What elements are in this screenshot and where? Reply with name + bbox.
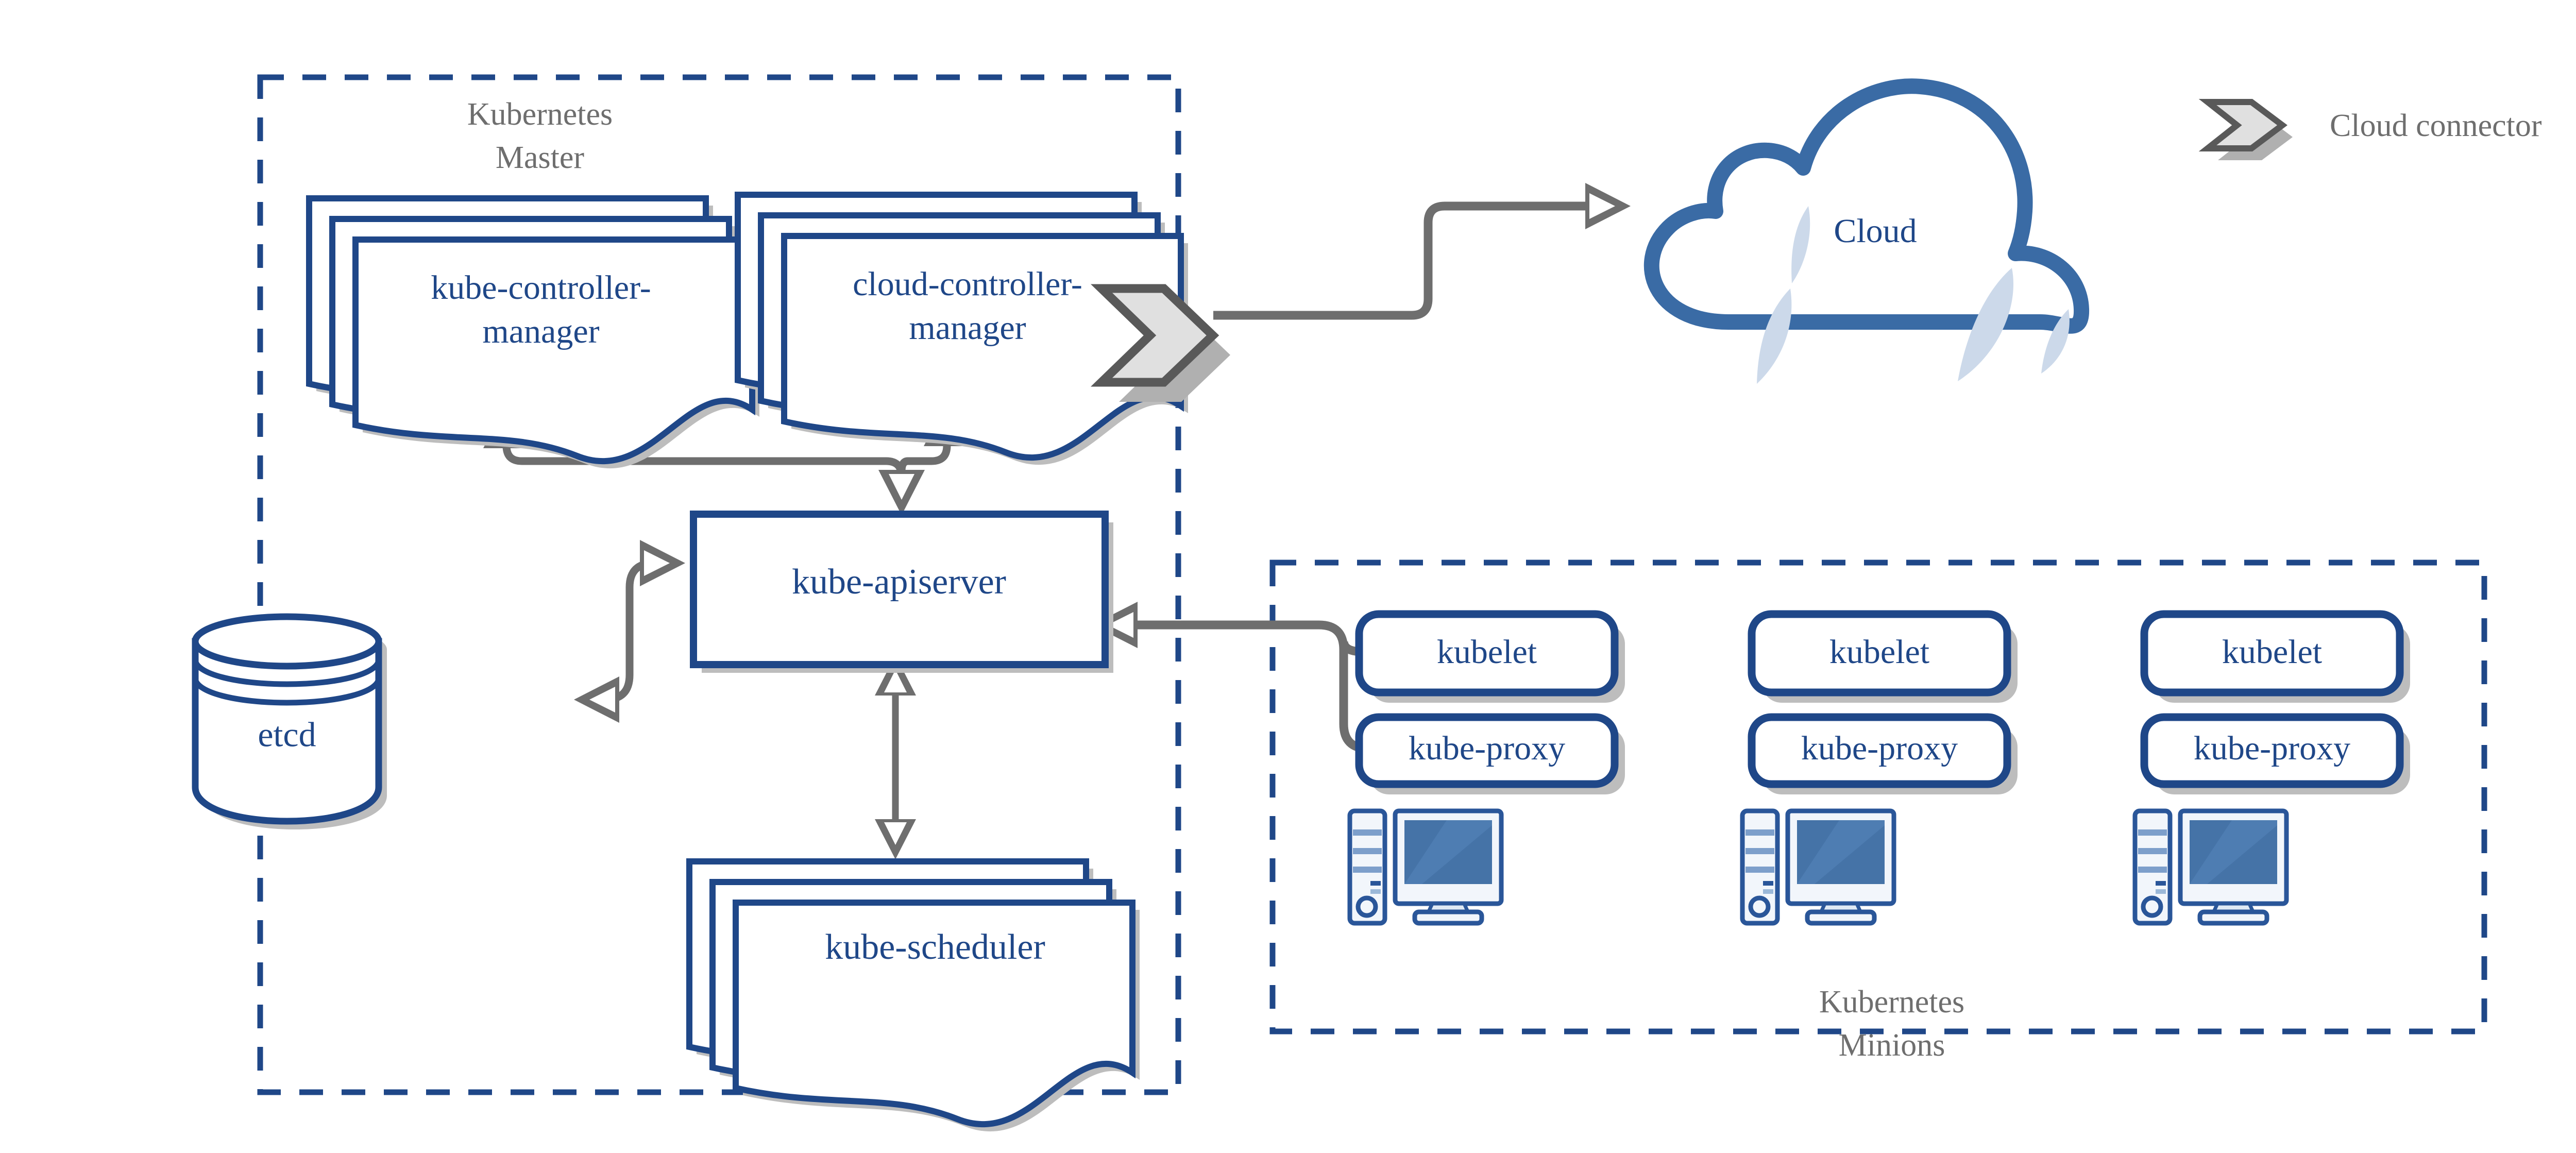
minion-node-3: kubelet kube-proxy bbox=[2135, 610, 2410, 923]
master-group-label: Kubernetes Master bbox=[467, 97, 613, 175]
cloud-label: Cloud bbox=[1834, 212, 1917, 250]
cloud-outline bbox=[1643, 78, 2090, 334]
minions-label-line1: Kubernetes bbox=[1819, 985, 1964, 1020]
kube-controller-manager-label-line2: manager bbox=[482, 313, 599, 350]
minion-node-2: kubelet kube-proxy bbox=[1742, 610, 2018, 923]
arrowhead-to-apiserver-from-minions bbox=[1092, 602, 1138, 648]
computer-icon-2 bbox=[1742, 811, 1894, 923]
arrowhead-to-etcd bbox=[574, 676, 619, 723]
computer-icon-3 bbox=[2135, 811, 2286, 923]
kubelet-box-1[interactable]: kubelet bbox=[1355, 610, 1625, 703]
cloud-connector-chevron-icon[interactable] bbox=[1090, 284, 1230, 402]
connector-cloudcontroller-cloud bbox=[1213, 201, 1600, 320]
kube-scheduler-label: kube-scheduler bbox=[825, 927, 1045, 967]
arrowhead-to-apiserver-from-controllers bbox=[878, 470, 925, 515]
kube-controller-manager-node[interactable]: kube-controller- manager bbox=[309, 198, 759, 469]
arrowhead-to-cloud bbox=[1585, 183, 1631, 229]
connector-apiserver-scheduler bbox=[875, 655, 916, 859]
kube-controller-manager-label-line1: kube-controller- bbox=[431, 269, 651, 307]
etcd-label: etcd bbox=[258, 715, 316, 754]
etcd-body bbox=[192, 638, 382, 825]
kube-proxy-box-2[interactable]: kube-proxy bbox=[1748, 713, 2018, 794]
master-group-boundary bbox=[257, 74, 1181, 1095]
cloud-controller-manager-node[interactable]: cloud-controller- manager bbox=[738, 195, 1188, 465]
apiserver-shape bbox=[690, 511, 1109, 668]
cloud-highlights bbox=[1757, 206, 2070, 384]
kube-proxy-label-2: kube-proxy bbox=[1801, 730, 1958, 767]
cloud-node[interactable]: Cloud bbox=[1643, 78, 2090, 384]
legend-cloud-connector: Cloud connector bbox=[2198, 99, 2542, 160]
cloud-controller-manager-label-line2: manager bbox=[909, 309, 1026, 347]
kubelet-box-3[interactable]: kubelet bbox=[2140, 610, 2410, 703]
minions-label-line2: Minions bbox=[1839, 1028, 1945, 1063]
kube-proxy-box-1[interactable]: kube-proxy bbox=[1355, 713, 1625, 794]
minion-node-1: kubelet kube-proxy bbox=[1350, 610, 1625, 923]
minions-group-label: Kubernetes Minions bbox=[1819, 985, 1964, 1063]
arrowhead-to-apiserver-from-etcd bbox=[640, 540, 685, 586]
legend-chevron-icon bbox=[2198, 99, 2293, 160]
master-label-line1: Kubernetes bbox=[467, 97, 613, 132]
kubelet-box-2[interactable]: kubelet bbox=[1748, 610, 2018, 703]
etcd-top-disc bbox=[192, 613, 382, 670]
kube-proxy-box-3[interactable]: kube-proxy bbox=[2140, 713, 2410, 794]
kubelet-label-2: kubelet bbox=[1829, 633, 1929, 671]
etcd-ring-2 bbox=[192, 677, 382, 706]
kube-scheduler-node[interactable]: kube-scheduler bbox=[689, 861, 1140, 1132]
legend-cloud-connector-label: Cloud connector bbox=[2330, 108, 2542, 143]
etcd-node[interactable]: etcd bbox=[192, 613, 387, 829]
etcd-ring-1 bbox=[192, 659, 382, 687]
kube-proxy-label-3: kube-proxy bbox=[2194, 730, 2350, 767]
kube-apiserver-label: kube-apiserver bbox=[792, 562, 1006, 602]
computer-icon-1 bbox=[1350, 811, 1501, 923]
cloud-controller-manager-label-line1: cloud-controller- bbox=[853, 265, 1082, 303]
minions-group-boundary bbox=[1269, 559, 2487, 1035]
kubelet-label-1: kubelet bbox=[1437, 633, 1537, 671]
kubelet-label-3: kubelet bbox=[2222, 633, 2322, 671]
kube-apiserver-node[interactable]: kube-apiserver bbox=[690, 511, 1113, 673]
kube-proxy-label-1: kube-proxy bbox=[1409, 730, 1565, 767]
master-label-line2: Master bbox=[496, 140, 585, 175]
connector-apiserver-etcd bbox=[604, 559, 655, 704]
